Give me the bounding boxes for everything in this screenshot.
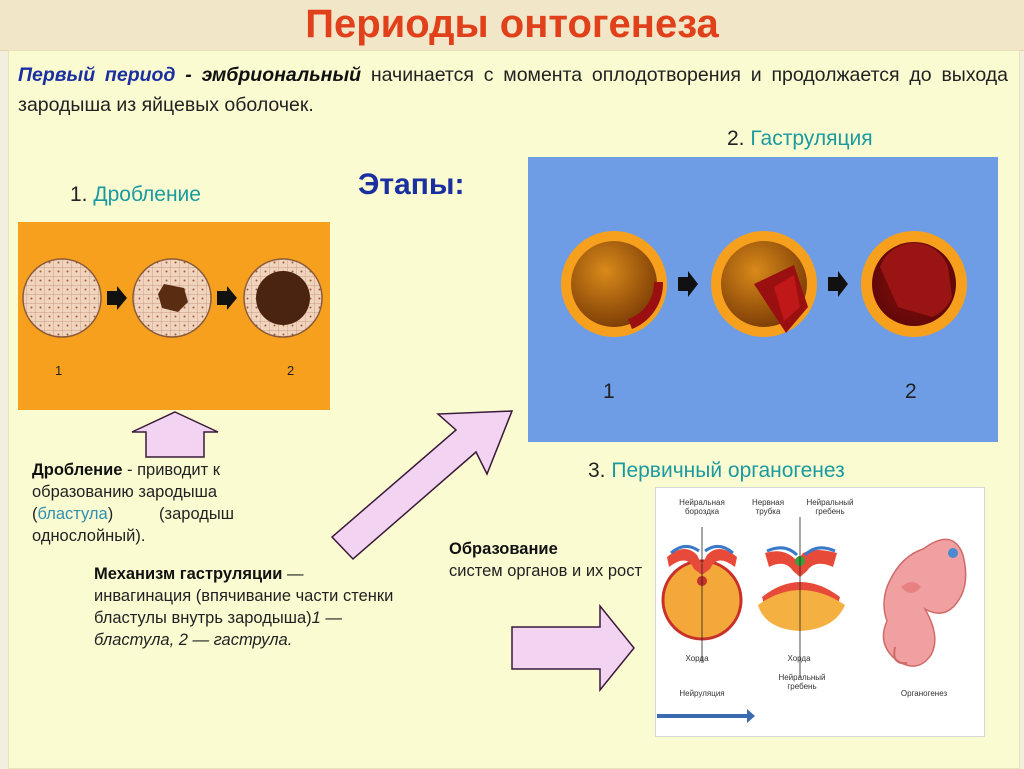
progress-arrow-icon [657,709,755,723]
stage2-heading: 2. Гаструляция [727,127,873,151]
formation-rest: систем органов и их рост [449,562,643,580]
intro-paragraph: Первый период - эмбриональный начинается… [18,60,1008,120]
blastula-icon [243,258,323,338]
neural-crest-bottom-label: Нейральный гребень [778,673,826,691]
early-blastula-icon [132,258,212,338]
right-arrow-icon [511,603,635,693]
gastrulation-label-2: 2 [905,380,917,403]
arrow-right-icon [678,271,698,297]
neural-tube-label: Нервная трубка [751,498,785,516]
gastrulation-part1: — инвагинация (впячивание части стенки б… [94,565,394,627]
blastula-stage-icon [561,231,667,337]
gastrulation-drawing [561,231,967,337]
page-title: Периоды онтогенеза [305,2,719,46]
cleavage-label-2: 2 [287,363,295,378]
gastrulation-italic: 1 — бластула, 2 — гаструла. [94,609,342,649]
embryo-icon [882,538,967,667]
formation-term: Образование [449,540,558,558]
cleavage-label-1: 1 [55,363,63,378]
up-arrow-icon [131,411,219,458]
neurulation-label: Нейруляция [679,689,725,698]
cleavage-drawing [22,258,323,338]
cleavage-part2: ) (зародыш однослойный). [32,505,239,545]
stage1-name: Дробление [93,183,201,206]
gastrulation-term: Механизм гаструляции [94,565,283,583]
gastrulation-label-1: 1 [603,380,615,403]
diagonal-arrow-icon [330,410,514,561]
period-dash: - [175,64,202,86]
stages-label: Этапы: [358,168,465,201]
blastula-term: бластула [37,505,108,523]
neurula-cross-section-icon [661,527,743,663]
period-term: эмбриональный [201,64,362,86]
arrow-right-icon [828,271,848,297]
gastrula-icon [861,231,967,337]
intro-rest: начинается с момента оплодотворения и пр… [18,64,1008,116]
stage3-number: 3. [588,459,612,482]
chord-label-1: Хорда [685,654,709,663]
arrow-right-icon [217,286,237,310]
cleavage-part1: - приводит к образованию зародыша ( [32,461,221,523]
neural-groove-label: Нейральная бороздка [679,498,725,516]
stage2-name: Гаструляция [750,127,873,150]
neural-tube-section-icon [758,517,845,677]
period-label: Первый период [18,64,176,86]
morula-icon [22,258,102,338]
cleavage-description: Дробление - приводит к образованию зарод… [32,459,266,547]
stage2-number: 2. [727,127,751,150]
stage3-name: Первичный органогенез [611,459,845,482]
neural-crest-label: Нейральный гребень [806,498,854,516]
organogenesis-label: Органогенез [900,689,948,698]
invagination-stage-icon [711,231,817,337]
formation-description: Образование систем органов и их рост [449,538,644,582]
stage3-heading: 3. Первичный органогенез [588,459,845,483]
gastrulation-description: Механизм гаструляции — инвагинация (впяч… [94,563,394,651]
stage1-number: 1. [70,183,94,206]
arrow-right-icon [107,286,127,310]
cleavage-term: Дробление [32,461,123,479]
organogenesis-drawing [657,517,967,723]
chord-label-2: Хорда [787,654,811,663]
stage1-heading: 1. Дробление [70,183,201,207]
